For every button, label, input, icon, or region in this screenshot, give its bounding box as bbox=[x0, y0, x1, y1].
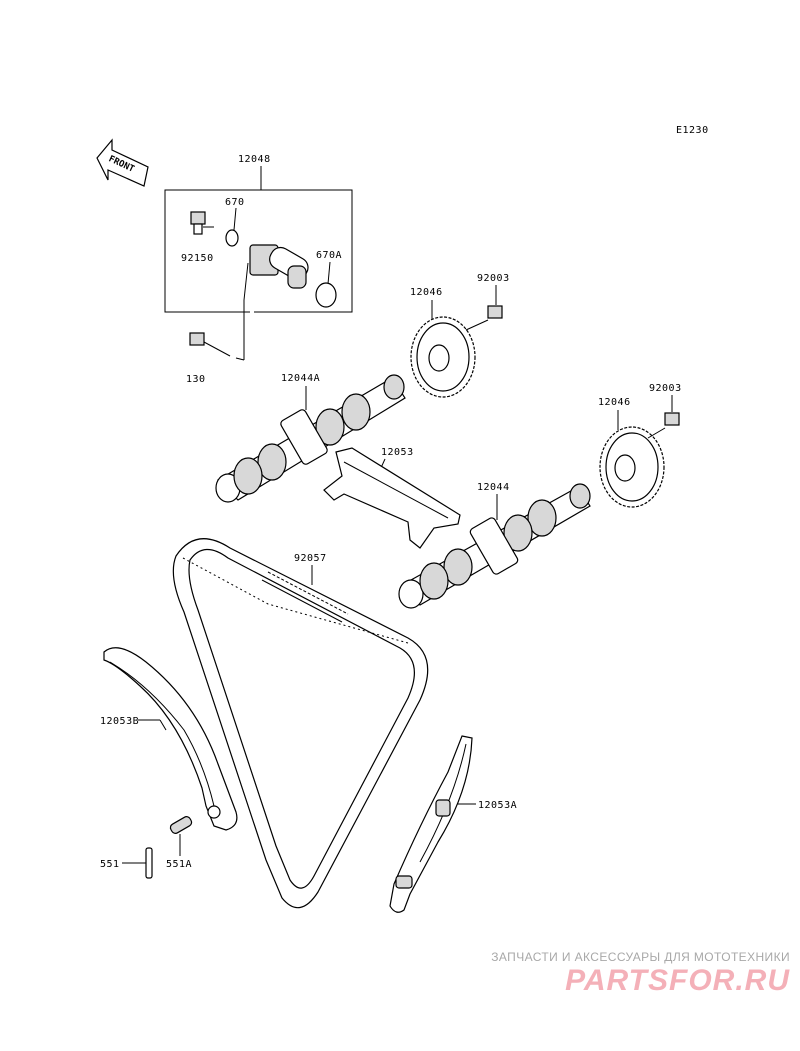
bolt-92003-right: 92003 bbox=[647, 383, 682, 439]
chain-links-detail bbox=[261, 571, 349, 623]
cam-chain-92057: 92057 bbox=[172, 538, 429, 909]
oring-670: 670 bbox=[225, 197, 245, 247]
pin-551a: 551A bbox=[166, 816, 193, 870]
watermark-tagline: ЗАПЧАСТИ И АКСЕССУАРЫ ДЛЯ МОТОТЕХНИКИ bbox=[491, 950, 790, 964]
label-12053a: 12053A bbox=[478, 800, 517, 811]
label-12053b: 12053B bbox=[100, 716, 139, 727]
label-551a: 551A bbox=[166, 859, 192, 870]
label-551: 551 bbox=[100, 859, 120, 870]
chain-guide-12053b: 12053B bbox=[100, 647, 238, 831]
label-12048: 12048 bbox=[238, 154, 271, 165]
label-92003-top: 92003 bbox=[477, 273, 510, 284]
label-12046-right: 12046 bbox=[598, 397, 631, 408]
watermark-logo: PARTSFOR.RU bbox=[565, 964, 790, 997]
camshaft-12044a: 12044A bbox=[215, 373, 406, 503]
front-arrow-icon: FRONT bbox=[96, 138, 149, 187]
cam-sprocket-top: 12046 bbox=[410, 287, 476, 398]
label-12044: 12044 bbox=[477, 482, 510, 493]
tensioner-assembly-box: 12048 bbox=[164, 154, 353, 313]
diagram-code: E1230 bbox=[676, 125, 709, 136]
camshaft-12044: 12044 bbox=[398, 482, 591, 609]
bolt-130: 130 bbox=[186, 332, 245, 385]
watermark: ЗАПЧАСТИ И АКСЕССУАРЫ ДЛЯ МОТОТЕХНИКИ PA… bbox=[470, 950, 790, 998]
bolt-92003-top: 92003 bbox=[465, 273, 510, 331]
bolt-92150: 92150 bbox=[181, 211, 214, 264]
label-12053: 12053 bbox=[381, 447, 414, 458]
label-92003-right: 92003 bbox=[649, 383, 682, 394]
label-670a: 670A bbox=[316, 250, 342, 261]
label-130: 130 bbox=[186, 374, 206, 385]
label-12044a: 12044A bbox=[281, 373, 320, 384]
label-92057: 92057 bbox=[294, 553, 327, 564]
label-12046-top: 12046 bbox=[410, 287, 443, 298]
cam-sprocket-right: 12046 bbox=[598, 397, 665, 508]
cam-chain-tensioner bbox=[243, 244, 309, 360]
chain-guide-12053a: 12053A bbox=[389, 735, 517, 913]
chain-guide-12053: 12053 bbox=[323, 447, 461, 549]
pin-551: 551 bbox=[100, 847, 153, 879]
label-92150: 92150 bbox=[181, 253, 214, 264]
label-670: 670 bbox=[225, 197, 245, 208]
oring-670a: 670A bbox=[315, 250, 342, 308]
